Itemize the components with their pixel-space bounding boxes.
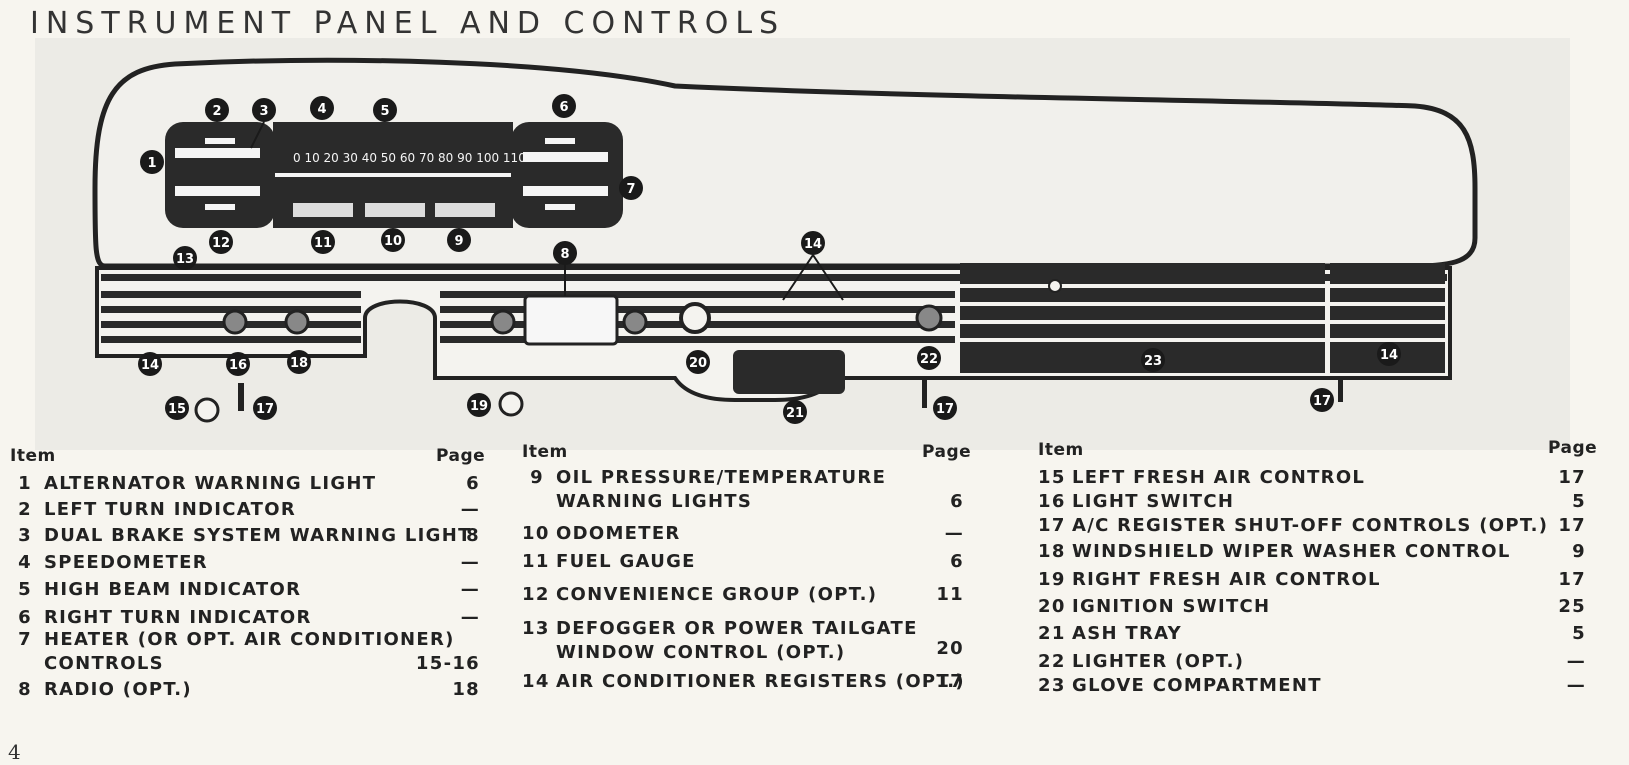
callout-7: [619, 176, 643, 200]
callout-17b: [933, 396, 957, 420]
callout-3: [252, 98, 276, 122]
callout-14a: [138, 352, 162, 376]
callout-6: [552, 94, 576, 118]
callout-label-3: 3: [259, 104, 268, 119]
callout-5: [373, 98, 397, 122]
callout-22: [917, 346, 941, 370]
cluster-right-pod: [511, 122, 623, 228]
callout-21: [783, 400, 807, 424]
callout-17a: [253, 396, 277, 420]
callout-label-4: 4: [317, 102, 326, 117]
callout-label-23: 23: [1144, 354, 1162, 369]
page-number: 4: [8, 740, 21, 764]
callout-label-13: 13: [176, 252, 194, 267]
callout-label-7: 7: [626, 182, 635, 197]
callout-14c: [1377, 342, 1401, 366]
callout-20: [686, 350, 710, 374]
callout-10: [381, 228, 405, 252]
item-header: Item: [1038, 440, 1084, 460]
callout-label-22: 22: [920, 352, 938, 367]
callout-label-1: 1: [147, 156, 156, 171]
callout-label-16: 16: [229, 358, 247, 373]
callout-label-14b: 14: [804, 237, 822, 252]
callout-label-19: 19: [470, 399, 488, 414]
callout-label-5: 5: [380, 104, 389, 119]
callout-label-21: 21: [786, 406, 804, 421]
callout-17c: [1310, 388, 1334, 412]
callout-label-18: 18: [290, 356, 308, 371]
callout-23: [1141, 348, 1165, 372]
callout-11: [311, 230, 335, 254]
callout-label-14c: 14: [1380, 348, 1398, 363]
callout-markers: 1 2 3 4 5 6 7 8 9 10 11 12 13 14 14 14 1…: [138, 94, 1401, 424]
callout-16: [226, 352, 250, 376]
page-header: Page: [436, 446, 486, 466]
callout-8: [553, 241, 577, 265]
callout-label-11: 11: [314, 236, 332, 251]
callout-14b: [801, 231, 825, 255]
speedometer-scale: 0 10 20 30 40 50 60 70 80 90 100 110 120: [293, 151, 553, 165]
callout-label-9: 9: [454, 234, 463, 249]
callout-label-15: 15: [168, 402, 186, 417]
callout-label-12: 12: [212, 236, 230, 251]
callout-label-6: 6: [559, 100, 568, 115]
callout-label-17a: 17: [256, 402, 274, 417]
callout-9: [447, 228, 471, 252]
callout-1: [140, 150, 164, 174]
page-header: Page: [922, 442, 972, 462]
callout-19: [467, 393, 491, 417]
callout-label-14a: 14: [141, 358, 159, 373]
callout-label-10: 10: [384, 234, 402, 249]
callout-15: [165, 396, 189, 420]
callout-18: [287, 350, 311, 374]
callout-label-2: 2: [212, 104, 221, 119]
page-header: Page: [1548, 438, 1598, 458]
item-header: Item: [522, 442, 568, 462]
callout-label-17c: 17: [1313, 394, 1331, 409]
callout-4: [310, 96, 334, 120]
page-title: INSTRUMENT PANEL AND CONTROLS: [30, 6, 786, 41]
radio-unit: [523, 294, 619, 346]
callout-label-20: 20: [689, 356, 707, 371]
callout-12: [209, 230, 233, 254]
callout-label-8: 8: [560, 247, 569, 262]
callout-2: [205, 98, 229, 122]
instrument-panel-illustration: 0 10 20 30 40 50 60 70 80 90 100 110 120: [35, 38, 1570, 450]
cluster-left-pod: [165, 122, 275, 228]
callout-label-17b: 17: [936, 402, 954, 417]
item-header: Item: [10, 446, 56, 466]
callout-13: [173, 246, 197, 270]
